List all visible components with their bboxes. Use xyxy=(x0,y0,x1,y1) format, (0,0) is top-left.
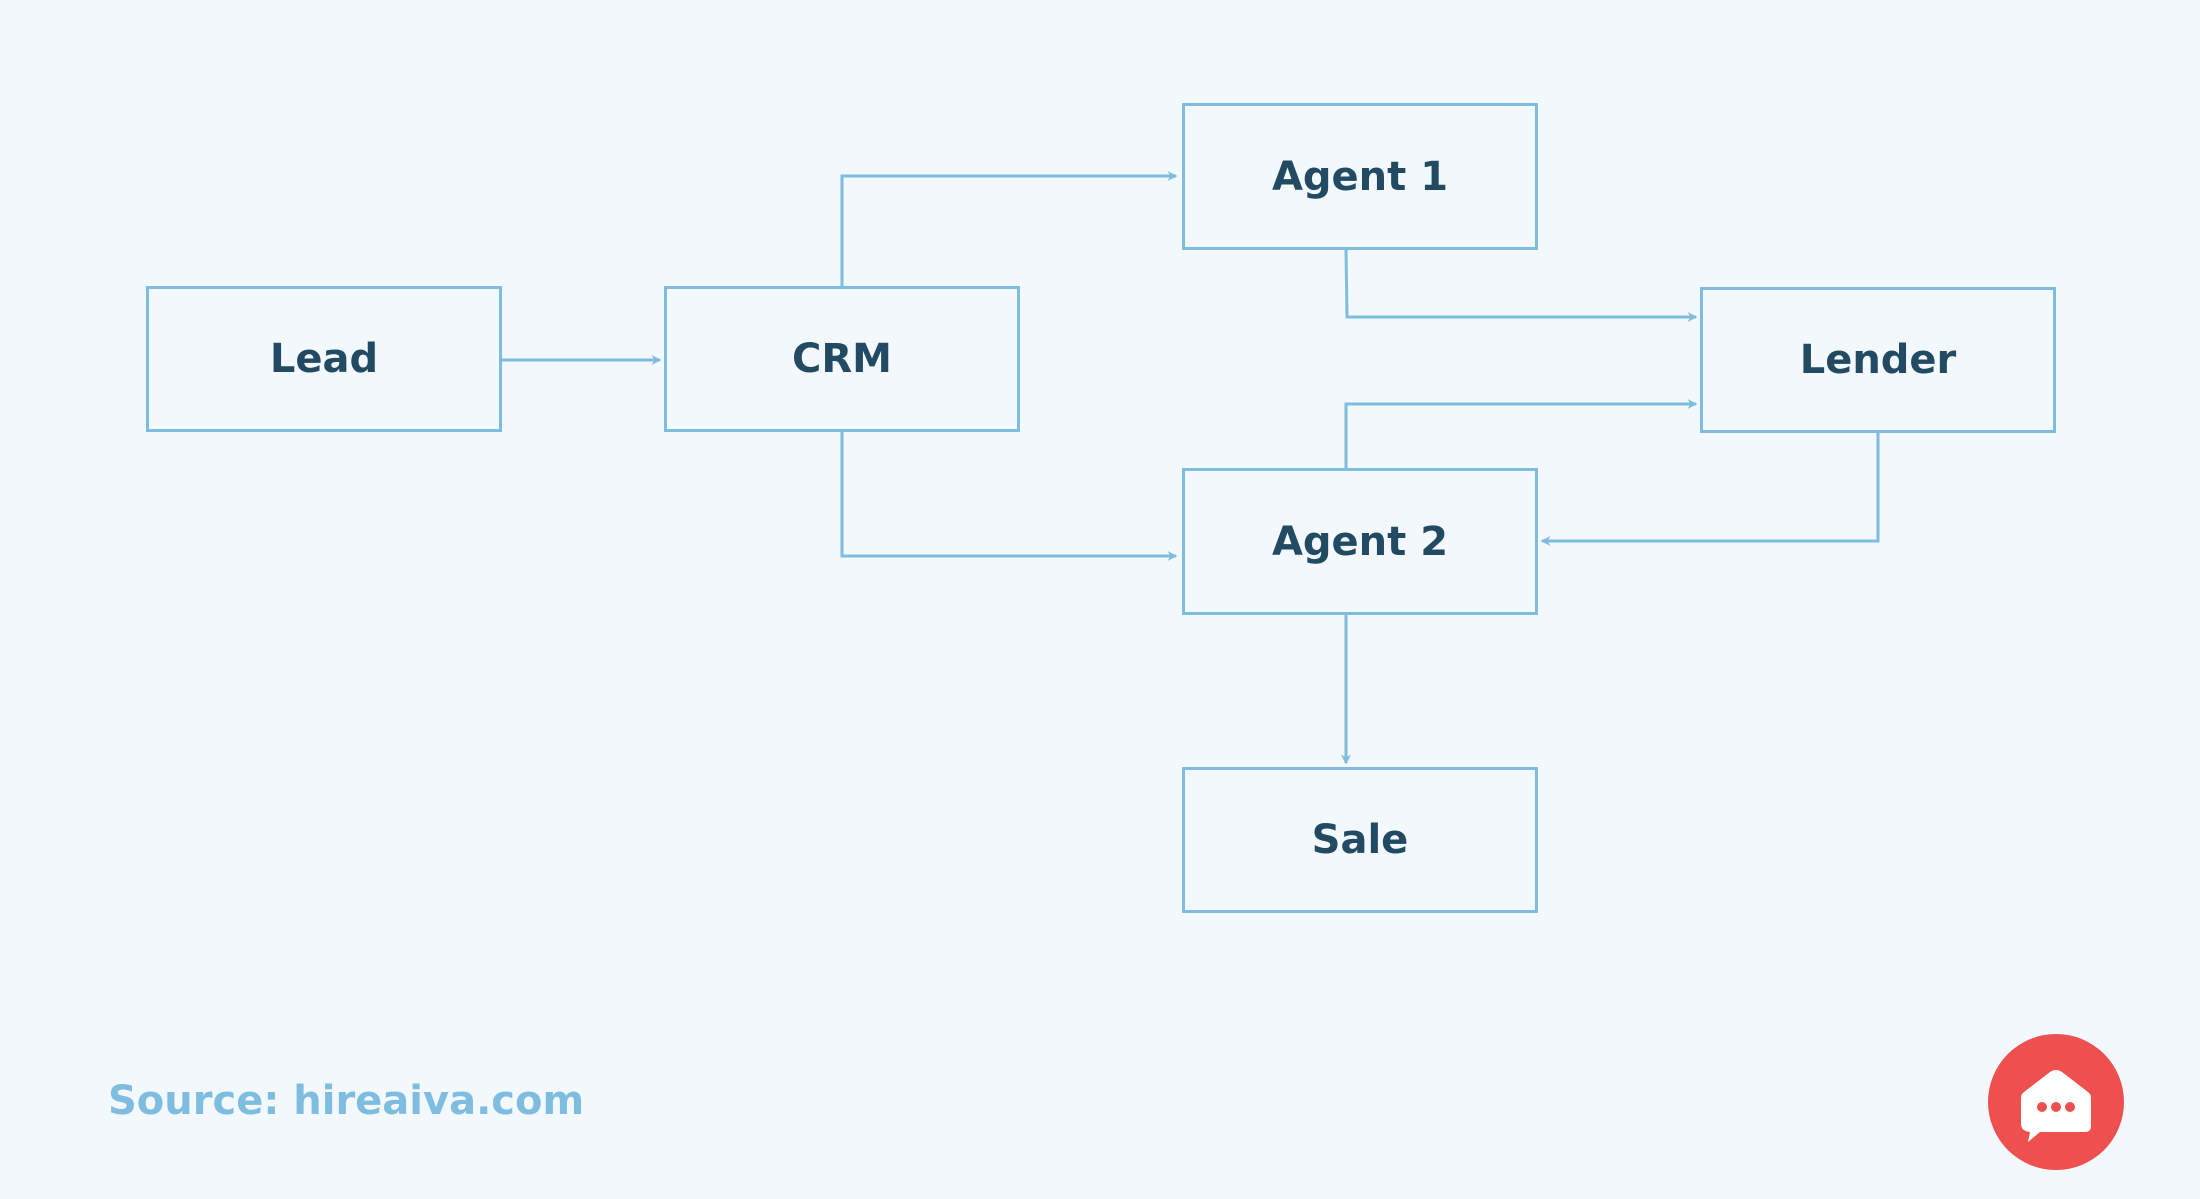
node-agent-1-label: Agent 1 xyxy=(1271,153,1449,200)
edge-agent-1-to-lender xyxy=(1344,249,1698,322)
node-sale: Sale xyxy=(1182,767,1538,913)
node-lead-label: Lead xyxy=(269,336,379,382)
node-lender-label: Lender xyxy=(1799,337,1957,383)
node-lender: Lender xyxy=(1700,287,2056,433)
node-crm-label: CRM xyxy=(792,336,892,382)
node-agent-1: Agent 1 xyxy=(1182,103,1538,250)
edge-crm-to-agent-2 xyxy=(840,432,1178,561)
chat-house-icon xyxy=(1988,1034,2124,1170)
node-sale-label: Sale xyxy=(1311,817,1409,863)
edge-crm-to-agent-1 xyxy=(840,171,1178,286)
source-note: Source: hireaiva.com xyxy=(108,1078,585,1124)
node-agent-2-label: Agent 2 xyxy=(1271,518,1449,565)
node-agent-2: Agent 2 xyxy=(1182,468,1538,615)
edge-agent-2-to-lender xyxy=(1344,399,1698,468)
node-crm: CRM xyxy=(664,286,1020,432)
node-lead: Lead xyxy=(146,286,502,432)
edge-lender-to-agent-2 xyxy=(1540,433,1880,546)
